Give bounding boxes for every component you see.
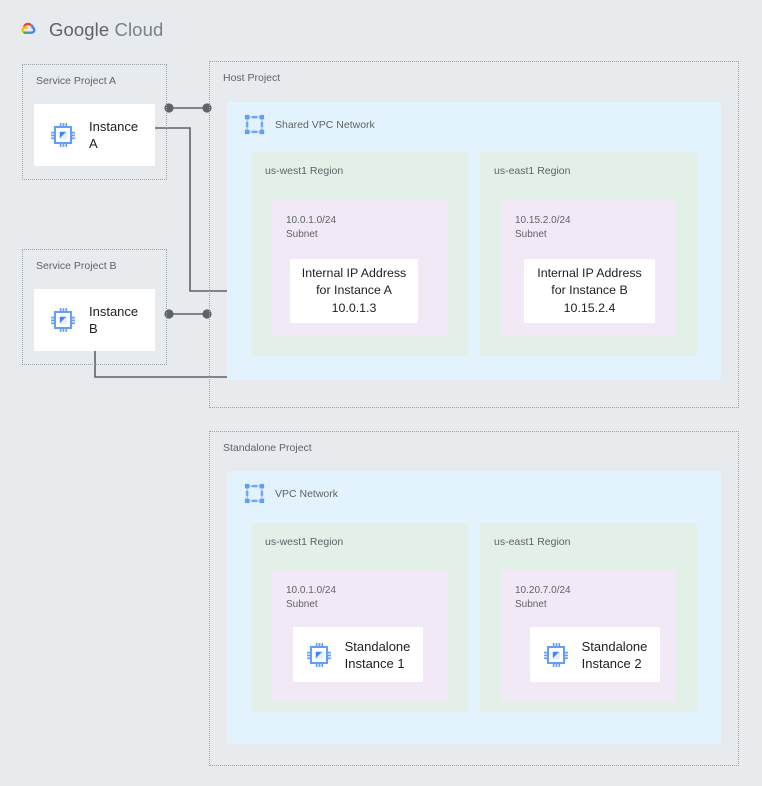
- service-project-a-title: Service Project A: [36, 75, 116, 87]
- host-region-us-east1-title: us-east1 Region: [494, 165, 571, 177]
- cpu-chip-icon: [51, 123, 75, 147]
- standalone-subnet-us-east1-kind: Subnet: [515, 598, 547, 610]
- standalone-project: Standalone Project: [209, 431, 739, 766]
- google-cloud-brand: Google Cloud: [14, 17, 163, 43]
- standalone-instance-1-label: Standalone Instance 1: [344, 638, 411, 671]
- cpu-chip-icon: [543, 642, 568, 667]
- brand-cloud: Cloud: [114, 19, 164, 40]
- host-subnet-us-west1-cidr: 10.0.1.0/24: [286, 215, 337, 226]
- host-project: Host Project: [209, 61, 739, 408]
- vpc-network-icon: [244, 114, 265, 135]
- host-project-title: Host Project: [223, 72, 281, 84]
- vpc-network-header: VPC Network: [244, 483, 338, 504]
- host-subnet-us-west1-kind: Subnet: [286, 228, 318, 240]
- standalone-subnet-us-east1-cidr: 10.20.7.0/24: [515, 585, 571, 596]
- vpc-network-label: VPC Network: [275, 487, 339, 500]
- standalone-subnet-us-west1-kind: Subnet: [286, 598, 318, 610]
- vpc-network-icon: [244, 483, 265, 504]
- standalone-instance-1-card[interactable]: Standalone Instance 1: [293, 627, 423, 682]
- instance-b-label: Instance B: [89, 304, 139, 336]
- service-project-a: Service Project A: [22, 64, 167, 180]
- standalone-subnet-us-west1-cidr: 10.0.1.0/24: [286, 585, 337, 596]
- standalone-region-us-east1-title: us-east1 Region: [494, 536, 571, 548]
- cpu-chip-icon: [306, 642, 331, 667]
- instance-a-card[interactable]: Instance A: [34, 104, 155, 166]
- google-cloud-logo-icon: [21, 22, 36, 34]
- brand-google: Google: [49, 19, 110, 40]
- shared-vpc-header: Shared VPC Network: [244, 114, 375, 135]
- standalone-instance-2-label: Standalone Instance 2: [581, 638, 648, 671]
- shared-vpc-label: Shared VPC Network: [275, 118, 375, 131]
- service-project-b: Service Project B: [22, 249, 167, 365]
- standalone-project-title: Standalone Project: [223, 442, 312, 454]
- cpu-chip-icon: [51, 308, 75, 332]
- host-region-us-west1-title: us-west1 Region: [265, 165, 344, 177]
- internal-ip-instance-b-card[interactable]: Internal IP Address for Instance B 10.15…: [524, 259, 655, 323]
- host-subnet-us-east1-cidr: 10.15.2.0/24: [515, 215, 571, 226]
- service-project-b-title: Service Project B: [36, 260, 117, 272]
- internal-ip-instance-b-label: Internal IP Address for Instance B 10.15…: [537, 265, 642, 315]
- standalone-region-us-west1-title: us-west1 Region: [265, 536, 344, 548]
- instance-a-label: Instance A: [89, 119, 139, 151]
- internal-ip-instance-a-card[interactable]: Internal IP Address for Instance A 10.0.…: [290, 259, 418, 323]
- brand-wordmark: Google Cloud: [49, 19, 163, 41]
- host-subnet-us-east1-kind: Subnet: [515, 228, 547, 240]
- standalone-instance-2-card[interactable]: Standalone Instance 2: [530, 627, 660, 682]
- instance-b-card[interactable]: Instance B: [34, 289, 155, 351]
- internal-ip-instance-a-label: Internal IP Address for Instance A 10.0.…: [301, 265, 407, 315]
